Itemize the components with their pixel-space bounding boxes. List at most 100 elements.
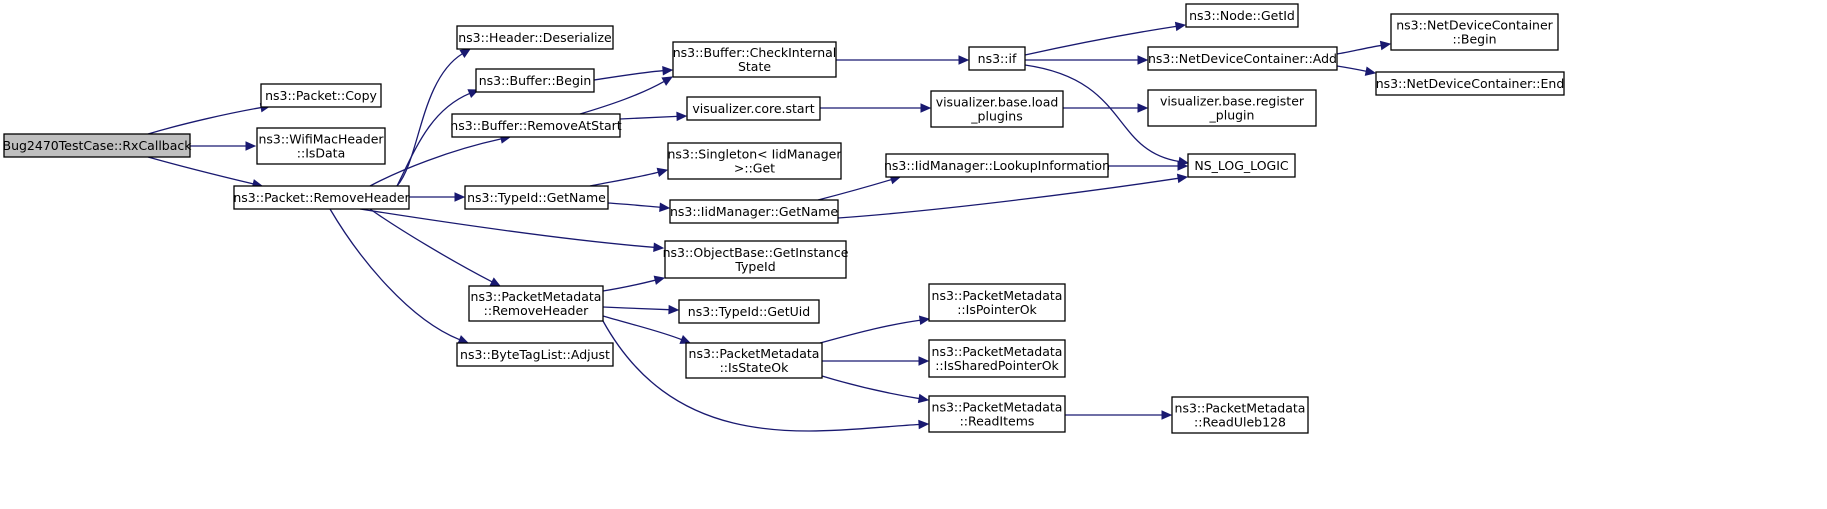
node-box — [1390, 13, 1559, 51]
node-box — [885, 153, 1109, 178]
node-box — [685, 342, 823, 379]
edge-arrowhead — [1174, 21, 1187, 32]
edge-n6-to-n11 — [619, 111, 688, 122]
edge-n3-to-n9 — [329, 208, 470, 344]
node-label: ns3::WifiMacHeader — [258, 132, 384, 147]
edge-line — [619, 115, 678, 120]
edge-line — [1336, 65, 1367, 72]
edge-arrowhead — [1177, 161, 1189, 171]
edge-n3-to-n7 — [409, 192, 466, 202]
node-box — [928, 339, 1066, 378]
edge-arrowhead — [1379, 40, 1392, 51]
node-label: ns3::PacketMetadata — [932, 344, 1063, 359]
node-n17[interactable]: ns3::if — [968, 46, 1026, 71]
edge-arrowhead — [679, 335, 692, 344]
edge-arrowhead — [920, 103, 932, 113]
node-label: ns3::TypeId::GetName — [467, 190, 606, 205]
edge-line — [602, 279, 656, 292]
node-box — [1375, 71, 1565, 96]
node-box — [468, 285, 604, 322]
node-label: ns3::PacketMetadata — [932, 288, 1063, 303]
edge-arrowhead — [653, 242, 665, 253]
node-box — [1171, 396, 1309, 434]
node-n15[interactable]: ns3::TypeId::GetUid — [678, 299, 820, 324]
node-label: ::RemoveHeader — [484, 303, 590, 318]
node-n3[interactable]: ns3::Packet::RemoveHeader — [233, 185, 411, 210]
node-label: ns3::Buffer::Begin — [479, 73, 592, 88]
node-label: ns3::ByteTagList::Adjust — [460, 347, 610, 362]
node-n20[interactable]: ns3::PacketMetadata::IsPointerOk — [928, 283, 1066, 322]
edge-n19-to-n26 — [1108, 161, 1189, 171]
node-n4[interactable]: ns3::Header::Deserialize — [456, 25, 614, 50]
node-box — [667, 142, 842, 180]
node-label: visualizer.base.register — [1160, 94, 1305, 109]
edge-n3-to-n6 — [369, 134, 512, 187]
node-n19[interactable]: ns3::IidManager::LookupInformation — [884, 153, 1110, 178]
edge-arrowhead — [676, 111, 688, 122]
node-n12[interactable]: ns3::Singleton< IidManager>::Get — [667, 142, 842, 180]
node-box — [233, 185, 410, 210]
edge-n24-to-n29 — [1336, 65, 1377, 76]
edge-line — [147, 156, 254, 185]
node-label: ns3::Buffer::RemoveAtStart — [450, 118, 622, 133]
node-n11[interactable]: visualizer.core.start — [686, 96, 821, 121]
edge-arrowhead — [1364, 66, 1377, 76]
node-label: ns3::PacketMetadata — [689, 346, 820, 361]
edge-n8-to-n22 — [602, 320, 930, 432]
node-box — [1147, 89, 1317, 127]
node-label: State — [738, 59, 771, 74]
edge-n3-to-n4 — [396, 48, 472, 187]
edge-line — [602, 320, 920, 432]
node-box — [1187, 153, 1296, 178]
node-n8[interactable]: ns3::PacketMetadata::RemoveHeader — [468, 285, 604, 322]
node-n24[interactable]: ns3::NetDeviceContainer::Add — [1147, 46, 1338, 71]
edge-n8-to-n15 — [602, 304, 680, 315]
edge-line — [1336, 44, 1382, 55]
edge-line — [369, 138, 502, 187]
node-n23[interactable]: ns3::Node::GetId — [1185, 3, 1299, 28]
node-n18[interactable]: visualizer.base.load_plugins — [930, 90, 1064, 128]
edge-n3-to-n14 — [359, 208, 665, 253]
node-n22[interactable]: ns3::PacketMetadata::ReadItems — [928, 395, 1066, 433]
node-n5[interactable]: ns3::Buffer::Begin — [475, 68, 595, 93]
edge-line — [396, 53, 463, 187]
edge-n17-to-n24 — [1025, 55, 1149, 65]
node-n0[interactable]: Bug2470TestCase::RxCallback — [3, 133, 193, 158]
node-n28[interactable]: ns3::NetDeviceContainer::Begin — [1390, 13, 1559, 51]
node-n6[interactable]: ns3::Buffer::RemoveAtStart — [450, 113, 622, 138]
node-label: ::ReadUleb128 — [1194, 415, 1286, 430]
node-box — [260, 83, 382, 108]
edge-n16-to-n22 — [821, 375, 930, 404]
node-box — [968, 46, 1026, 71]
node-box — [1147, 46, 1338, 71]
node-n16[interactable]: ns3::PacketMetadata::IsStateOk — [685, 342, 823, 379]
node-label: ::ReadItems — [960, 414, 1035, 429]
node-n13[interactable]: ns3::IidManager::GetName — [669, 199, 839, 224]
node-label: ns3::IidManager::LookupInformation — [884, 158, 1110, 173]
node-n9[interactable]: ns3::ByteTagList::Adjust — [456, 342, 614, 367]
node-n2[interactable]: ns3::WifiMacHeader::IsData — [256, 127, 386, 165]
node-box — [930, 90, 1064, 128]
node-n25[interactable]: visualizer.base.register_plugin — [1147, 89, 1317, 127]
node-label: ns3::TypeId::GetUid — [688, 304, 810, 319]
node-n29[interactable]: ns3::NetDeviceContainer::End — [1375, 71, 1565, 96]
node-box — [686, 96, 821, 121]
node-box — [928, 283, 1066, 322]
edge-arrowhead — [454, 192, 466, 202]
node-n7[interactable]: ns3::TypeId::GetName — [464, 185, 609, 210]
node-n21[interactable]: ns3::PacketMetadata::IsSharedPointerOk — [928, 339, 1066, 378]
node-label: ns3::Buffer::CheckInternal — [673, 45, 837, 60]
node-n27[interactable]: ns3::PacketMetadata::ReadUleb128 — [1171, 396, 1309, 434]
edge-arrowhead — [1137, 103, 1149, 113]
node-label: ns3::Packet::RemoveHeader — [233, 190, 410, 205]
node-label: ns3::PacketMetadata — [932, 400, 1063, 415]
node-n1[interactable]: ns3::Packet::Copy — [260, 83, 382, 108]
node-n26[interactable]: NS_LOG_LOGIC — [1187, 153, 1296, 178]
node-box — [672, 41, 837, 78]
edge-line — [602, 306, 670, 311]
nodes-layer: Bug2470TestCase::RxCallbackns3::Packet::… — [3, 3, 1565, 434]
edge-arrowhead — [917, 393, 930, 404]
edge-line — [593, 70, 664, 81]
